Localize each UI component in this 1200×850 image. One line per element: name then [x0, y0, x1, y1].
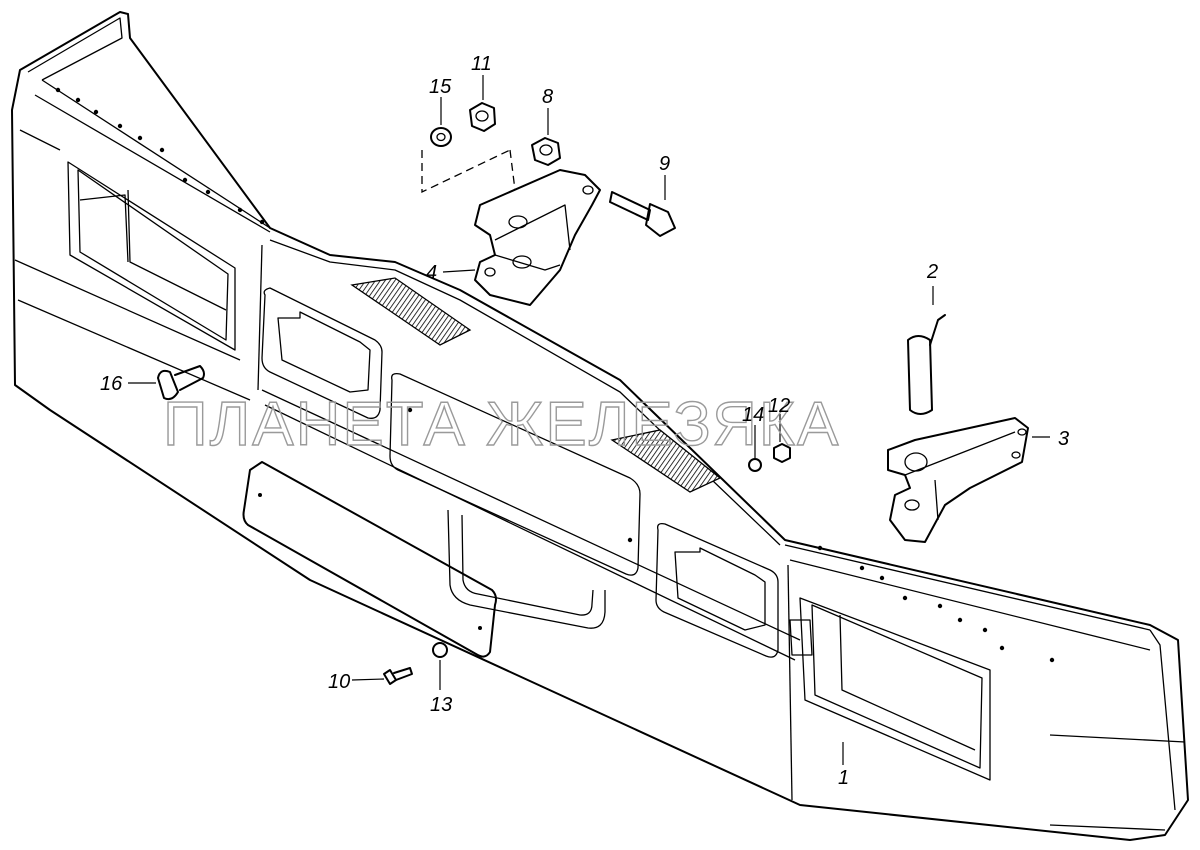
bumper-body — [11, 11, 1189, 841]
nut-8 — [531, 137, 561, 166]
callout-10: 10 — [328, 671, 350, 693]
callout-16: 16 — [100, 373, 123, 395]
callout-12: 12 — [768, 395, 790, 417]
screw-10 — [383, 667, 413, 685]
callout-4: 4 — [426, 262, 437, 284]
bracket-4-assembly — [421, 102, 676, 306]
callout-15: 15 — [429, 76, 452, 98]
bolt-16 — [157, 365, 205, 401]
watermark-text: ПЛАНЕТА ЖЕЛЕЗЯКА — [163, 390, 840, 459]
mounting-holes — [55, 87, 1055, 663]
license-plate-parts — [157, 365, 497, 685]
callout-labels: 1 2 3 4 8 9 10 11 12 13 14 15 16 — [100, 53, 1069, 789]
callout-3: 3 — [1058, 428, 1069, 450]
leader-lines — [128, 75, 1050, 765]
callout-1: 1 — [838, 767, 849, 789]
nut-11 — [469, 102, 496, 132]
callout-8: 8 — [542, 86, 553, 108]
nut-12 — [773, 443, 791, 463]
washer-15 — [430, 127, 452, 147]
bolt-9 — [609, 191, 676, 237]
bracket-3-assembly — [748, 314, 1029, 543]
washer-14 — [748, 458, 762, 472]
callout-11: 11 — [471, 53, 492, 75]
pin-2 — [907, 314, 946, 415]
washer-13 — [432, 642, 448, 658]
callout-2: 2 — [926, 261, 938, 283]
callout-14: 14 — [742, 404, 764, 426]
callout-9: 9 — [659, 153, 670, 175]
callout-13: 13 — [430, 694, 452, 716]
